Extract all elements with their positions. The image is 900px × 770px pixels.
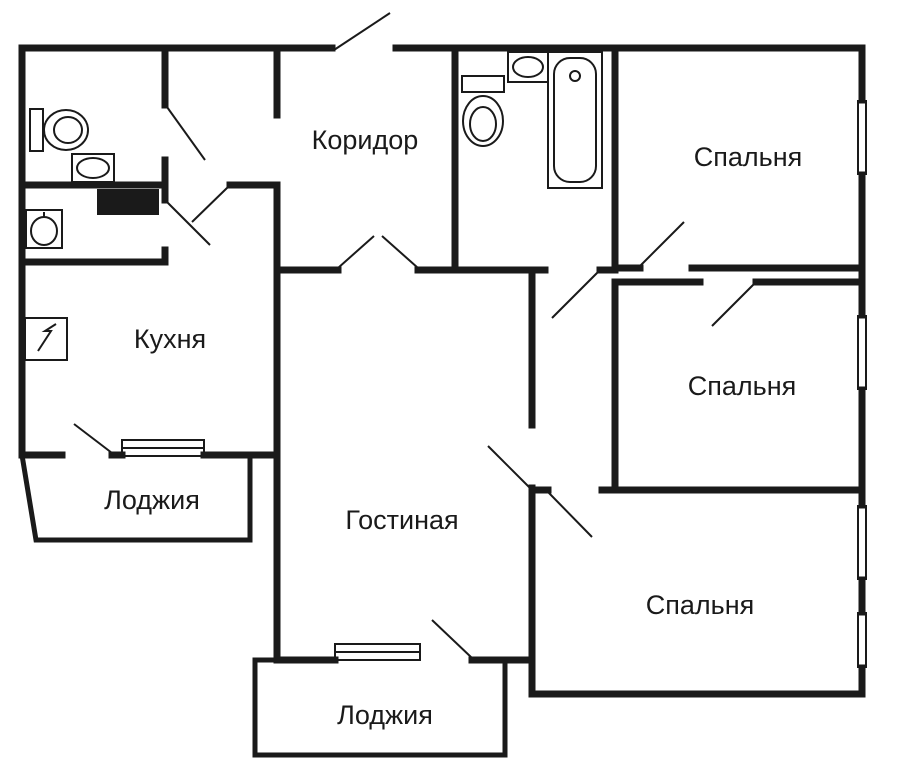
toilet-icon <box>461 75 505 147</box>
fixtures <box>24 51 603 361</box>
room-label-bedroom-middle: Спальня <box>688 371 797 401</box>
room-label-corridor: Коридор <box>312 125 419 155</box>
room-label-loggia-bottom: Лоджия <box>337 700 433 730</box>
toilet-icon <box>29 108 89 152</box>
window-symbols <box>121 100 867 668</box>
bathtub-icon <box>547 51 603 189</box>
loggia-walls <box>19 452 508 758</box>
room-label-loggia-left: Лоджия <box>104 485 200 515</box>
sink-icon <box>71 153 115 183</box>
room-label-kitchen: Кухня <box>134 324 206 354</box>
interior-walls <box>18 44 866 698</box>
room-label-bedroom-top: Спальня <box>694 142 803 172</box>
vent-shaft-icon <box>97 189 159 215</box>
room-labels: Коридор Спальня Кухня Спальня Лоджия Гос… <box>104 125 802 730</box>
room-label-living-room: Гостиная <box>345 505 458 535</box>
sink-icon <box>25 209 63 249</box>
room-label-bedroom-bottom: Спальня <box>646 590 755 620</box>
sink-icon <box>507 51 549 83</box>
door-swing-lines <box>73 12 755 659</box>
electric-stove-icon <box>24 317 68 361</box>
entrance-door-icon <box>333 12 391 51</box>
